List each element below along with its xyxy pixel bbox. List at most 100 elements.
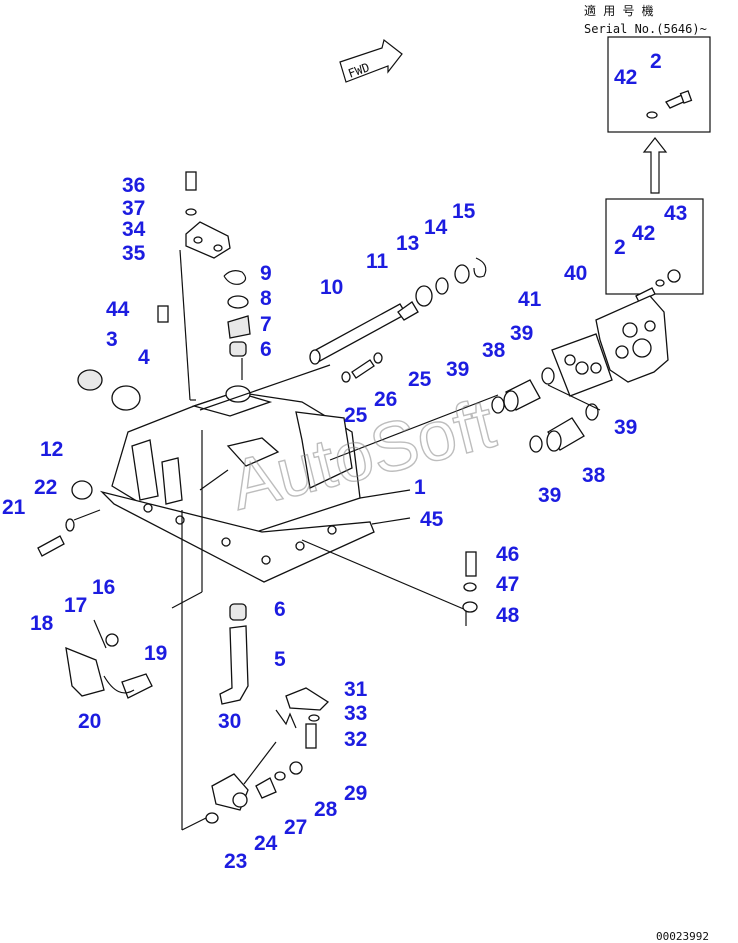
callout-19: 19 xyxy=(144,642,167,665)
washer-37-icon xyxy=(185,208,197,216)
callout-16: 16 xyxy=(92,576,115,599)
callout-27: 27 xyxy=(284,816,307,839)
nut-icon xyxy=(667,269,681,283)
callout-38-a: 38 xyxy=(482,339,506,362)
callout-44: 44 xyxy=(106,298,130,321)
callout-45: 45 xyxy=(420,508,444,531)
gear-7-icon xyxy=(227,315,251,339)
callout-37: 37 xyxy=(122,197,145,220)
lever-5-icon xyxy=(219,625,249,705)
callout-28: 28 xyxy=(314,798,338,821)
callout-14: 14 xyxy=(424,216,448,239)
sensor-19-icon xyxy=(121,673,153,699)
callout-4: 4 xyxy=(138,346,150,369)
cover-plate-40 xyxy=(595,295,669,383)
o-ring-39-b xyxy=(491,396,505,414)
sleeve-38-upper xyxy=(503,379,541,412)
bolt-icon xyxy=(665,90,693,109)
stud-bolt-icon xyxy=(635,287,656,303)
callout-7: 7 xyxy=(260,313,272,336)
bushing-12-icon xyxy=(71,480,93,500)
callout-13: 13 xyxy=(396,232,419,255)
bushing-6-top-icon xyxy=(229,341,247,357)
callout-6-b: 6 xyxy=(274,598,286,621)
callout-41: 41 xyxy=(518,288,542,311)
washer-8-icon xyxy=(227,295,249,309)
callout-15: 15 xyxy=(452,200,476,223)
snap-ring-15-icon xyxy=(473,257,487,278)
shaft-tip xyxy=(397,301,419,321)
washer-33-icon xyxy=(308,714,320,722)
callouts: 2 42 43 42 2 40 41 39 38 39 39 38 39 15 … xyxy=(2,50,687,873)
callout-12: 12 xyxy=(40,438,63,461)
drawing-code: 00023992 xyxy=(656,930,709,943)
o-ring-4-icon xyxy=(111,385,141,411)
callout-29: 29 xyxy=(344,782,367,805)
callout-23: 23 xyxy=(224,850,247,873)
washer-small-icon xyxy=(655,279,665,287)
plug-3-icon xyxy=(77,369,103,391)
callout-38-b: 38 xyxy=(582,464,606,487)
leader-lines xyxy=(73,249,601,831)
snap-ring-9-icon xyxy=(223,270,247,285)
callout-10: 10 xyxy=(320,276,343,299)
callout-42-a: 42 xyxy=(614,66,637,89)
callout-39-a: 39 xyxy=(510,322,533,345)
up-arrow-icon xyxy=(642,137,668,194)
washer-22-icon xyxy=(65,518,75,532)
callout-2-b: 2 xyxy=(614,236,626,259)
nut-29-icon xyxy=(289,761,303,775)
o-ring-39-d xyxy=(529,435,543,453)
callout-25-a: 25 xyxy=(408,368,432,391)
transmission-case-1 xyxy=(111,385,361,533)
bushing-6-bottom-icon xyxy=(229,603,247,621)
bolt-21-icon xyxy=(37,535,65,557)
callout-17: 17 xyxy=(64,594,87,617)
bearing-11-icon xyxy=(415,285,433,307)
washer-28-icon xyxy=(274,771,286,781)
callout-18: 18 xyxy=(30,612,54,635)
link-line xyxy=(243,741,277,785)
serial-label-jp: 適 用 号 機 xyxy=(584,3,654,18)
callout-3: 3 xyxy=(106,328,118,351)
callout-36: 36 xyxy=(122,174,145,197)
bolt-32-icon xyxy=(305,723,317,749)
cover-34-icon xyxy=(185,221,231,259)
callout-8: 8 xyxy=(260,287,272,310)
callout-40: 40 xyxy=(564,262,587,285)
fwd-arrow-icon: FWD xyxy=(339,38,403,83)
ring-25-b-icon xyxy=(373,352,383,364)
bracket-18-icon xyxy=(65,646,105,697)
callout-1: 1 xyxy=(414,476,426,499)
pin-26-icon xyxy=(351,359,375,379)
callout-6-a: 6 xyxy=(260,338,272,361)
callout-39-c: 39 xyxy=(614,416,637,439)
callout-31: 31 xyxy=(344,678,368,701)
spring-17-icon xyxy=(93,619,107,649)
callout-26: 26 xyxy=(374,388,397,411)
callout-33: 33 xyxy=(344,702,367,725)
callout-43: 43 xyxy=(664,202,687,225)
callout-25-b: 25 xyxy=(344,404,368,427)
shaft-10 xyxy=(309,303,407,365)
callout-20: 20 xyxy=(78,710,101,733)
callout-9: 9 xyxy=(260,262,272,285)
fwd-label: FWD xyxy=(346,60,371,81)
bracket-31-icon xyxy=(285,687,330,711)
serial-label: Serial No.(5646)~ xyxy=(584,22,707,36)
callout-5: 5 xyxy=(274,648,286,671)
ring-25-a-icon xyxy=(341,371,351,383)
callout-21: 21 xyxy=(2,496,26,519)
bushing-27-icon xyxy=(255,777,277,799)
pin-44-icon xyxy=(157,305,169,323)
serial-parts-box xyxy=(607,36,711,133)
callout-30: 30 xyxy=(218,710,241,733)
callout-11: 11 xyxy=(366,250,389,273)
callout-2-a: 2 xyxy=(650,50,662,73)
callout-47: 47 xyxy=(496,573,519,596)
cable-20-icon xyxy=(103,675,135,694)
sleeve-38-lower xyxy=(546,417,585,452)
spring-30-icon xyxy=(275,709,297,729)
callout-24: 24 xyxy=(254,832,278,855)
callout-48: 48 xyxy=(496,604,520,627)
